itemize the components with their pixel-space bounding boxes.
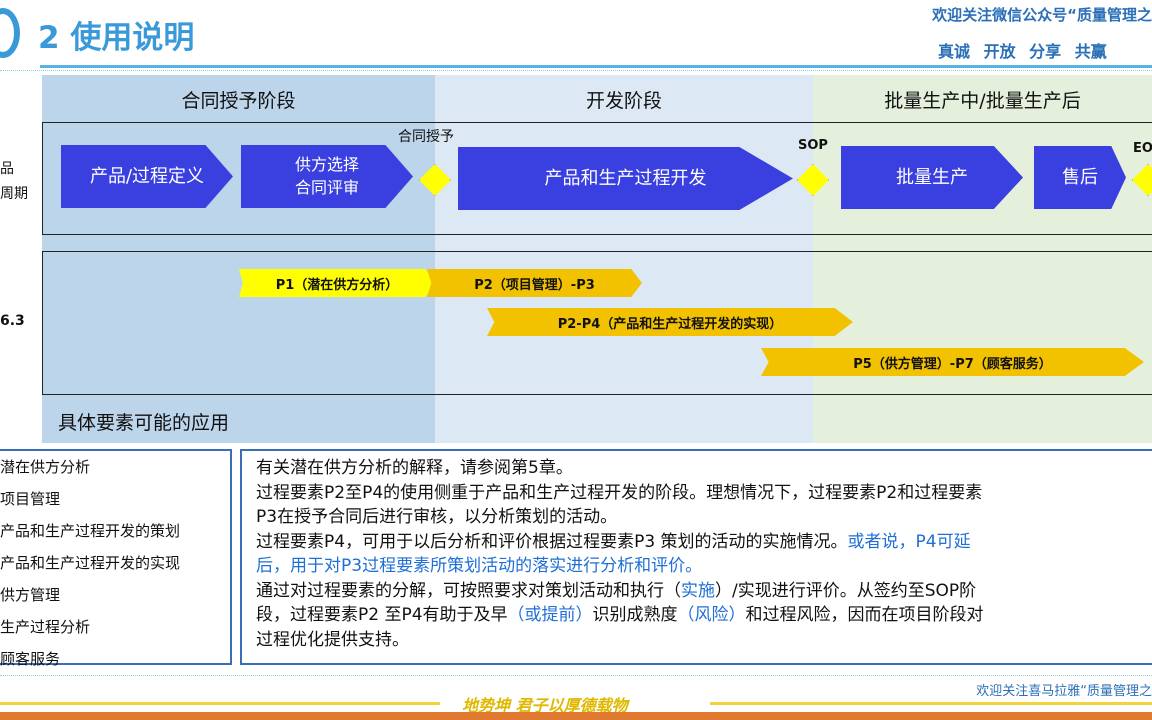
text: 和过程风险，因而在项目阶段对 bbox=[745, 605, 984, 625]
element-arrow-p5-p7: P5（供方管理）-P7（顾客服务） bbox=[761, 348, 1144, 376]
row-label: 6.3 bbox=[0, 313, 25, 329]
step-arrow: 供方选择 合同评审 bbox=[241, 145, 413, 208]
highlight-text: 后，用于对P3过程要素所策划活动的落实进行分析和评价。 bbox=[256, 556, 703, 576]
footer-divider bbox=[0, 675, 1152, 676]
milestone-label: SOP bbox=[798, 138, 828, 153]
list-item: 潜在供方分析 bbox=[0, 458, 91, 476]
phase-label: 开发阶段 bbox=[585, 90, 662, 112]
phase-band-contract bbox=[42, 75, 435, 443]
description-line: P3在授予合同后进行审核，以分析策划的活动。 bbox=[256, 507, 618, 527]
phase-band-development bbox=[435, 75, 813, 443]
element-arrow-p1: P1（潜在供方分析） bbox=[239, 269, 435, 297]
highlight-text: （风险） bbox=[677, 605, 746, 625]
description-box: 有关潜在供方分析的解释，请参阅第5章。 过程要素P2至P4的使用侧重于产品和生产… bbox=[240, 449, 1152, 665]
footer-bar bbox=[0, 712, 1152, 720]
text: 识别成熟度 bbox=[592, 605, 678, 625]
description-line: 过程要素P4，可用于以后分析和评价根据过程要素P3 策划的活动的实施情况。或者说… bbox=[256, 530, 1152, 555]
himalaya-notice: 欢迎关注喜马拉雅“质量管理之 bbox=[976, 684, 1152, 699]
list-item: 项目管理 bbox=[0, 490, 61, 508]
list-item: 顾客服务 bbox=[0, 650, 61, 668]
phase-band-production bbox=[813, 75, 1152, 443]
text: ）/实现进行评价。从签约至SOP阶 bbox=[715, 580, 977, 601]
lifecycle-box bbox=[42, 122, 1152, 235]
highlight-text: （或提前） bbox=[507, 605, 593, 625]
row-label: 周期 bbox=[0, 186, 28, 202]
phase-label: 批量生产中/批量生产后 bbox=[884, 90, 1081, 112]
page-title: 2 使用说明 bbox=[38, 20, 195, 56]
text: 通过对过程要素的分解，可按照要求对策划活动和执行（ bbox=[256, 580, 681, 601]
description-line: 有关潜在供方分析的解释，请参阅第5章。 bbox=[256, 458, 573, 478]
list-item: 产品和生产过程开发的实现 bbox=[0, 554, 181, 572]
footer-line-right bbox=[710, 702, 1152, 705]
step-arrow: 批量生产 bbox=[841, 146, 1023, 209]
description-line: 过程要素P2至P4的使用侧重于产品和生产过程开发的阶段。理想情况下，过程要素P2… bbox=[256, 482, 983, 503]
step-arrow: 产品和生产过程开发 bbox=[458, 147, 793, 210]
row-label: 品 bbox=[0, 161, 14, 177]
step-arrow: 售后 bbox=[1034, 146, 1126, 209]
footer-line-left bbox=[0, 702, 440, 705]
element-arrow-p2-p3: P2（项目管理）-P3 bbox=[427, 269, 642, 297]
list-item: 产品和生产过程开发的策划 bbox=[0, 522, 181, 540]
description-line: 段，过程要素P2 至P4有助于及早（或提前）识别成熟度（风险）和过程风险，因而在… bbox=[256, 603, 1152, 628]
milestone-label: EO bbox=[1133, 141, 1152, 156]
list-item: 供方管理 bbox=[0, 586, 61, 604]
logo-icon bbox=[0, 8, 20, 58]
element-arrow-p2-p4: P2-P4（产品和生产过程开发的实现） bbox=[487, 308, 853, 336]
footer-slogan: 地势坤 君子以厚德载物 bbox=[462, 696, 628, 715]
element-list-box: 潜在供方分析 项目管理 产品和生产过程开发的策划 产品和生产过程开发的实现 供方… bbox=[0, 449, 232, 668]
header-divider-dotted bbox=[0, 70, 1152, 71]
elements-box bbox=[42, 251, 1152, 395]
step-arrow: 产品/过程定义 bbox=[61, 145, 233, 208]
milestone-label: 合同授予 bbox=[398, 129, 454, 145]
description-line: 通过对过程要素的分解，可按照要求对策划活动和执行（实施）/实现进行评价。从签约至… bbox=[256, 579, 1152, 604]
wechat-notice: 欢迎关注微信公众号“质量管理之 bbox=[932, 6, 1152, 24]
motto: 真诚 开放 分享 共赢 bbox=[938, 42, 1107, 61]
description-line: 过程优化提供支持。 bbox=[256, 629, 409, 650]
highlight-text: 实施 bbox=[681, 580, 715, 601]
application-label: 具体要素可能的应用 bbox=[58, 412, 230, 434]
text: 段，过程要素P2 至P4有助于及早 bbox=[256, 605, 508, 625]
highlight-text: 或者说，P4可延 bbox=[847, 531, 971, 552]
phase-label: 合同授予阶段 bbox=[181, 90, 296, 112]
list-item: 生产过程分析 bbox=[0, 618, 91, 636]
header-divider bbox=[40, 65, 1152, 68]
text: 过程要素P4，可用于以后分析和评价根据过程要素P3 策划的活动的实施情况。 bbox=[256, 531, 848, 552]
